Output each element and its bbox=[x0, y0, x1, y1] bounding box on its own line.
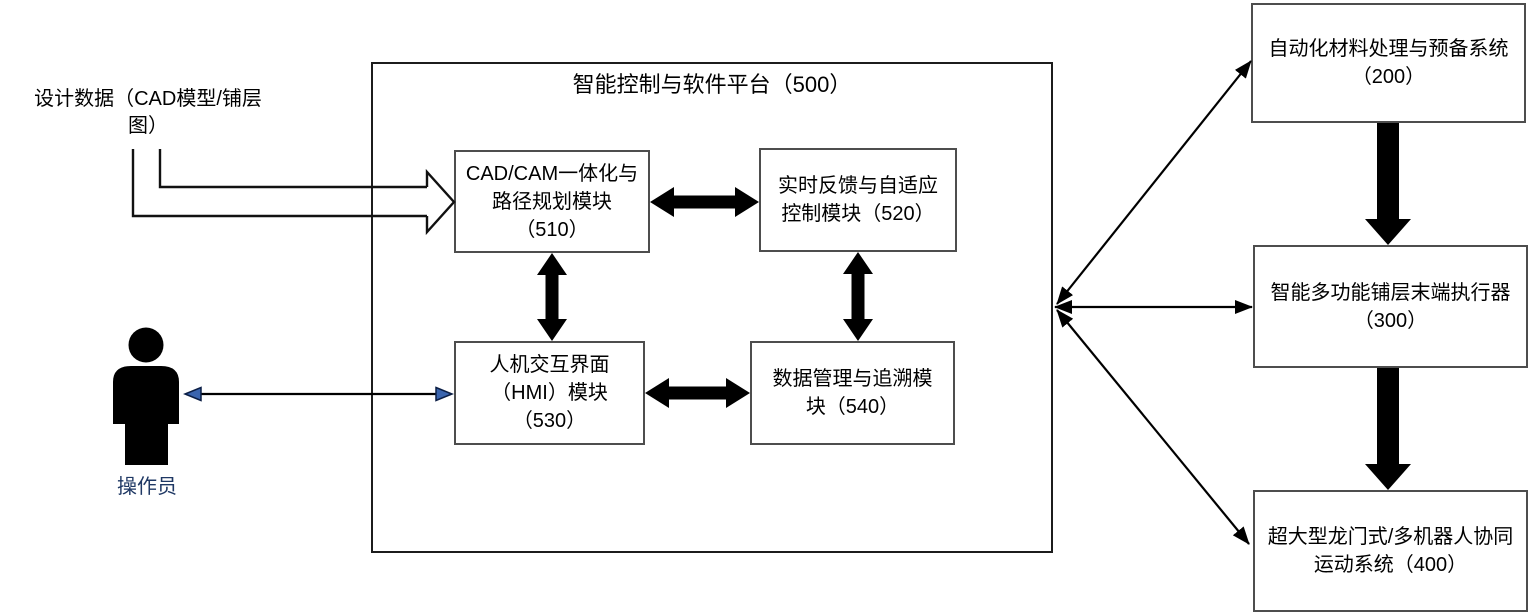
system-200-line-2: （200） bbox=[1351, 66, 1426, 88]
platform-title: 智能控制与软件平台（500） bbox=[572, 72, 852, 97]
operator-icon bbox=[113, 327, 179, 465]
module-540-line-1: 数据管理与追溯模 bbox=[772, 368, 933, 390]
system-box-200: 自动化材料处理与预备系统 （200） bbox=[1251, 3, 1526, 123]
system-300-line-1: 智能多功能铺层末端执行器 bbox=[1270, 281, 1511, 304]
system-200-line-1: 自动化材料处理与预备系统 bbox=[1268, 38, 1509, 60]
operator-label: 操作员 bbox=[117, 476, 177, 498]
module-530-line-2: （HMI）模块 bbox=[491, 382, 608, 404]
module-510-line-2: 路径规划模块 bbox=[492, 190, 612, 213]
system-400-line-2: 运动系统（400） bbox=[1313, 554, 1468, 576]
module-510-line-3: （510） bbox=[515, 218, 589, 241]
platform-200-arrow bbox=[1056, 60, 1252, 305]
platform-400-arrow bbox=[1056, 309, 1250, 545]
design-data-line-1: 设计数据（CAD模型/铺层 bbox=[34, 88, 262, 110]
system-box-300: 智能多功能铺层末端执行器 （300） bbox=[1253, 245, 1528, 368]
module-box-520: 实时反馈与自适应 控制模块（520） bbox=[759, 148, 957, 252]
system-400-line-1: 超大型龙门式/多机器人协同 bbox=[1267, 526, 1514, 548]
module-box-510: CAD/CAM一体化与 路径规划模块 （510） bbox=[454, 150, 650, 253]
module-520-line-1: 实时反馈与自适应 bbox=[778, 175, 938, 197]
thick-arrow-200-300 bbox=[1365, 123, 1411, 245]
system-box-400: 超大型龙门式/多机器人协同 运动系统（400） bbox=[1253, 490, 1528, 612]
system-300-line-2: （300） bbox=[1353, 309, 1428, 332]
design-data-line-2: 图） bbox=[128, 115, 168, 137]
design-data-label: 设计数据（CAD模型/铺层 图） bbox=[6, 86, 290, 140]
module-540-line-2: 块（540） bbox=[805, 396, 900, 418]
module-530-line-3: （530） bbox=[512, 410, 587, 432]
module-box-530: 人机交互界面 （HMI）模块 （530） bbox=[454, 341, 645, 445]
platform-box-500 bbox=[371, 62, 1053, 553]
module-510-line-1: CAD/CAM一体化与 bbox=[465, 162, 639, 185]
module-520-line-2: 控制模块（520） bbox=[781, 203, 935, 225]
module-box-540: 数据管理与追溯模 块（540） bbox=[750, 341, 955, 445]
thick-arrow-300-400 bbox=[1365, 368, 1411, 490]
module-530-line-1: 人机交互界面 bbox=[489, 354, 610, 376]
